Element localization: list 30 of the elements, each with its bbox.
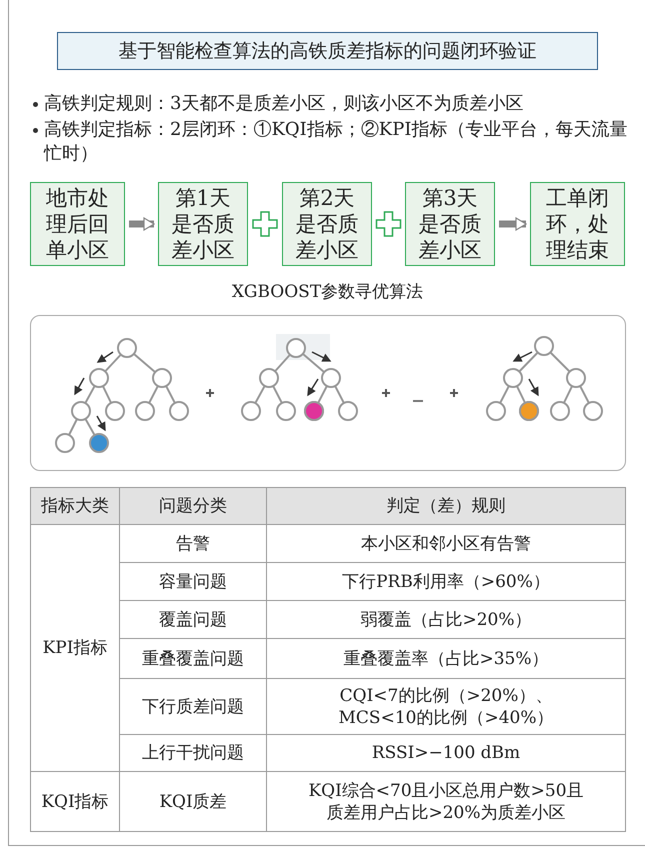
table-cell: 下行质差问题	[120, 678, 266, 734]
table-cell: 本小区和邻小区有告警	[266, 524, 626, 562]
table-cell: 下行PRB利用率（>60%）	[266, 562, 626, 600]
process-box: 第3天是否质差小区	[405, 182, 495, 266]
table-cell: CQI<7的比例（>20%）、MCS<10的比例（>40%）	[266, 678, 626, 734]
table-cell: 弱覆盖（占比>20%）	[266, 600, 626, 638]
arrow	[499, 217, 527, 231]
table-cell: KPI指标	[30, 524, 120, 772]
table-cell: KQI指标	[30, 772, 120, 832]
process-box: 第1天是否质差小区	[158, 182, 248, 266]
table-cell: 重叠覆盖问题	[120, 638, 266, 678]
header-cell: 问题分类	[120, 488, 266, 524]
header-cell: 判定（差）规则	[266, 488, 626, 524]
table-cell: 重叠覆盖率（占比>35%）	[266, 638, 626, 678]
bullet-text: 高铁判定规则：3天都不是质差小区，则该小区不为质差小区	[44, 92, 524, 116]
table-cell: KQI综合<70且小区总用户数>50且质差用户占比>20%为质差小区	[266, 772, 626, 832]
process-box: 地市处理后回单小区	[30, 182, 125, 266]
process-box: 工单闭环，处理结束	[530, 182, 625, 266]
table-cell: KQI质差	[120, 772, 266, 832]
table-cell: 告警	[120, 524, 266, 562]
table-cell: 容量问题	[120, 562, 266, 600]
title-box: 基于智能检查算法的高铁质差指标的问题闭环验证	[57, 32, 598, 70]
process-box: 第2天是否质差小区	[282, 182, 372, 266]
table-cell: RSSI>−100 dBm	[266, 734, 626, 772]
bullet-text: 高铁判定指标：2层闭环：①KQI指标；②KPI指标（专业平台，每天流量忙时）	[44, 118, 628, 166]
table-cell: 覆盖问题	[120, 600, 266, 638]
arrow	[129, 217, 155, 231]
chart-title: XGBOOST参数寻优算法	[230, 281, 424, 303]
table-cell: 上行干扰问题	[120, 734, 266, 772]
header-cell: 指标大类	[30, 488, 120, 524]
